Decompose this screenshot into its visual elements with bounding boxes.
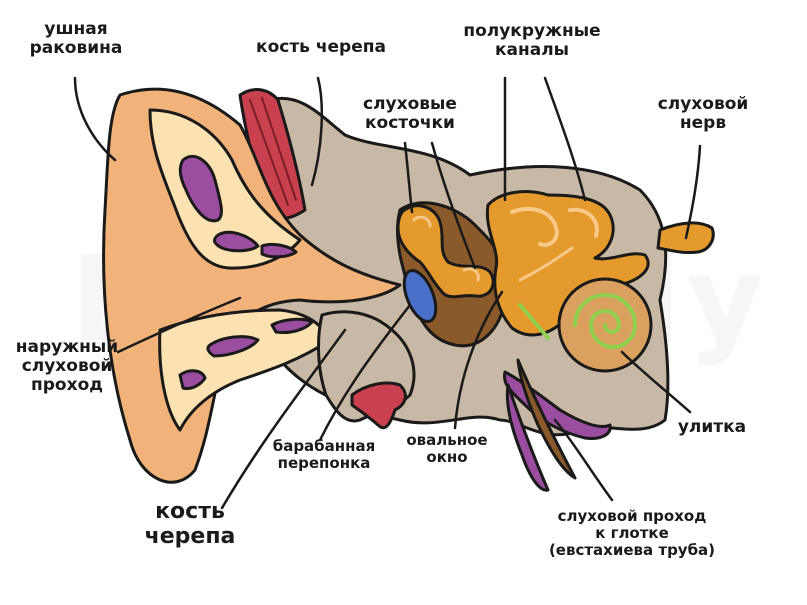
label-ear-canal-line3: проход [31,375,103,396]
leader-ear-canal [116,296,242,354]
ossicles [396,204,495,299]
label-canals-line2: каналы [494,40,570,61]
label-eustachian-line3: (евстахиева труба) [548,540,716,559]
label-oval-window-line2: окно [426,447,468,466]
label-eardrum-line2: перепонка [277,453,371,472]
pinna-cartilage [148,108,302,270]
leader-cochlea [620,350,692,414]
label-skull-bottom-line1: кость [155,499,225,524]
label-ossicles: слуховые косточки [345,94,475,134]
label-ear-canal: наружный слуховой проход [8,337,126,396]
leader-lines [73,76,702,510]
label-eustachian-line1: слуховой проход [557,507,707,525]
cartilage-patch [206,335,260,358]
label-cochlea: улитка [662,417,762,437]
blood-vessel [350,381,407,430]
label-skull-bottom-line2: черепа [144,523,236,549]
leader-skull-bottom [220,328,347,510]
cartilage-patch [178,154,223,223]
label-pinna-line2: раковина [29,38,123,59]
label-pinna: ушная раковина [20,19,132,59]
label-ossicles-line1: слуховые [363,94,457,114]
label-skull-bone-top: кость черепа [232,37,410,57]
cartilage-patch [260,242,298,259]
eardrum [402,268,438,324]
label-eustachian-line2: к глотке [595,523,669,542]
label-pinna-line1: ушная [44,19,108,39]
leader-skull-top [310,76,324,187]
leader-oval-window [453,290,504,430]
vestibular-line [518,303,550,340]
label-nerve-line1: слуховой [657,94,749,114]
label-auditory-nerve: слуховой нерв [648,94,758,134]
cartilage-patch [178,369,207,390]
label-ear-canal-line1: наружный [15,337,119,357]
label-eardrum: барабанная перепонка [262,438,386,472]
label-semicircular-canals: полукружные каналы [448,21,616,61]
leader-pinna [73,76,117,162]
label-cochlea-line1: улитка [677,417,747,437]
leader-canals-2 [543,76,587,202]
label-oval-window: овальное окно [398,432,496,466]
label-nerve-line2: нерв [679,113,727,134]
label-oval-window-line1: овальное [406,431,488,449]
leader-eardrum [318,303,412,442]
leader-ossicles [403,141,414,214]
label-eardrum-line1: барабанная [272,437,376,455]
label-eustachian-tube: слуховой проход к глотке (евстахиева тру… [522,508,742,558]
label-canals-line1: полукружные [463,21,601,41]
leader-nerve [684,144,702,240]
label-skull-bone-top-line1: кость черепа [256,37,386,57]
leader-ossicles-2 [430,141,477,270]
semicircular-canals [485,190,650,337]
cartilage-patch [270,317,314,334]
label-skull-bone-bottom: кость черепа [130,499,250,549]
leader-eustachian [553,418,614,502]
cartilage-patch [213,230,260,253]
label-ossicles-line2: косточки [365,113,455,134]
label-ear-canal-line2: слуховой [21,356,113,377]
